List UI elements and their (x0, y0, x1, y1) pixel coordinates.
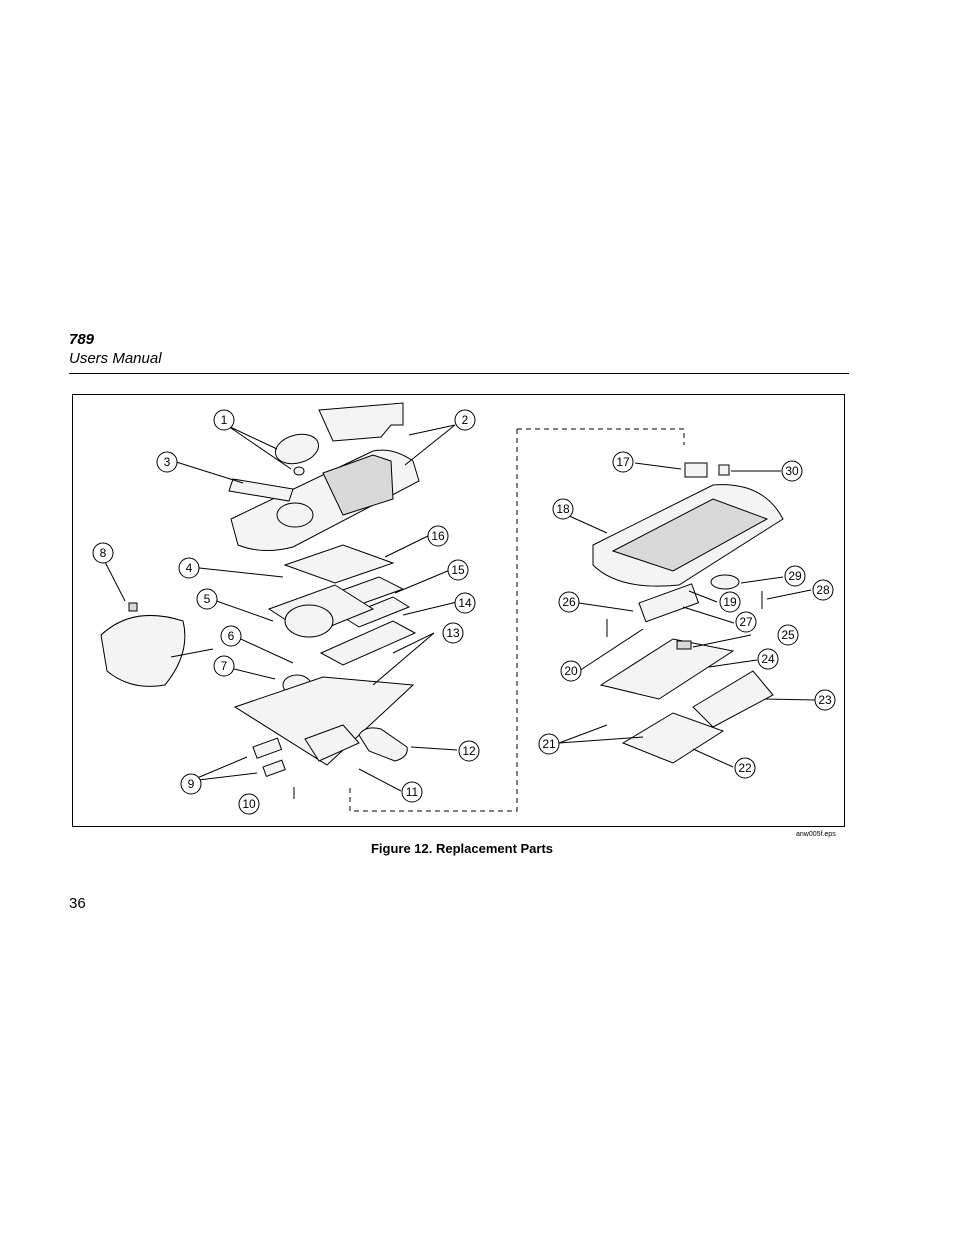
manual-title: Users Manual (69, 350, 162, 367)
svg-text:10: 10 (242, 797, 256, 811)
callout-4: 4 (178, 557, 200, 579)
part-lcd-frame (283, 544, 395, 584)
callout-13: 13 (442, 622, 464, 644)
svg-text:1: 1 (221, 413, 228, 427)
part-battery-door (599, 638, 735, 700)
svg-text:5: 5 (204, 592, 211, 606)
page-number: 36 (69, 895, 86, 912)
callout-28: 28 (812, 579, 834, 601)
callout-12: 12 (458, 740, 480, 762)
part-lcd-window (318, 402, 404, 442)
callout-23: 23 (814, 689, 836, 711)
part-plate (621, 712, 725, 764)
callout-20: 20 (560, 660, 582, 682)
svg-text:3: 3 (164, 455, 171, 469)
callout-8: 8 (92, 542, 114, 564)
figure-caption: Figure 12. Replacement Parts (370, 841, 554, 856)
exploded-view-drawing: 1 2 3 4 5 6 7 8 9 10 11 12 13 14 15 16 1… (92, 402, 836, 815)
part-fuse-2 (262, 759, 286, 778)
leader-lines (102, 424, 816, 792)
svg-text:13: 13 (446, 626, 460, 640)
svg-text:6: 6 (228, 629, 235, 643)
part-shielding (319, 620, 417, 666)
callout-16: 16 (427, 525, 449, 547)
svg-text:30: 30 (785, 464, 799, 478)
svg-text:24: 24 (761, 652, 775, 666)
svg-text:27: 27 (739, 615, 753, 629)
callout-10: 10 (238, 793, 260, 815)
part-knob-post (293, 466, 305, 476)
svg-text:29: 29 (788, 569, 802, 583)
part-lcd-bracket (341, 596, 411, 628)
callout-19: 19 (719, 591, 741, 613)
part-sub-board (304, 724, 360, 762)
part-batteries (638, 583, 700, 623)
svg-text:17: 17 (616, 455, 630, 469)
part-display-recess (322, 454, 394, 516)
callout-11: 11 (401, 781, 423, 803)
part-gasket (358, 727, 408, 762)
manual-model: 789 (69, 331, 95, 348)
callout-2: 2 (454, 409, 476, 431)
figure-file-tag: anw005f.eps (796, 831, 836, 838)
part-shield-switch (284, 604, 334, 638)
callout-5: 5 (196, 588, 218, 610)
callout-1: 1 (213, 409, 235, 431)
callout-29: 29 (784, 565, 806, 587)
callout-14: 14 (454, 592, 476, 614)
svg-text:18: 18 (556, 502, 570, 516)
svg-text:20: 20 (564, 664, 578, 678)
dashed-divider (349, 428, 685, 812)
svg-text:23: 23 (818, 693, 832, 707)
part-fuse-1 (252, 737, 283, 759)
part-knob (274, 433, 320, 465)
svg-text:28: 28 (816, 583, 830, 597)
callout-21: 21 (538, 733, 560, 755)
svg-text:11: 11 (406, 785, 419, 799)
part-disc (710, 574, 740, 590)
svg-text:9: 9 (188, 777, 195, 791)
svg-text:12: 12 (462, 744, 476, 758)
svg-text:8: 8 (100, 546, 107, 560)
callout-27: 27 (735, 611, 757, 633)
part-nut (718, 464, 730, 476)
callout-6: 6 (220, 625, 242, 647)
svg-text:7: 7 (221, 659, 228, 673)
callout-26: 26 (558, 591, 580, 613)
svg-text:19: 19 (723, 595, 737, 609)
callout-22: 22 (734, 757, 756, 779)
part-bottom-case-inner (611, 498, 769, 572)
callout-9: 9 (180, 773, 202, 795)
callout-18: 18 (552, 498, 574, 520)
svg-text:14: 14 (458, 596, 472, 610)
replacement-parts-figure: 1 2 3 4 5 6 7 8 9 10 11 12 13 14 15 16 1… (72, 394, 845, 827)
svg-text:2: 2 (462, 413, 469, 427)
callout-17: 17 (612, 451, 634, 473)
part-pcb (233, 676, 415, 766)
callout-25: 25 (777, 624, 799, 646)
svg-text:16: 16 (431, 529, 445, 543)
part-tilt-stand (692, 670, 774, 728)
part-case-foot (684, 462, 708, 478)
part-switch-assembly (100, 615, 186, 687)
callout-30: 30 (781, 460, 803, 482)
svg-text:4: 4 (186, 561, 193, 575)
header-divider (69, 373, 849, 374)
svg-text:25: 25 (781, 628, 795, 642)
part-keypad-overlay (228, 478, 294, 502)
svg-text:15: 15 (451, 563, 465, 577)
svg-text:26: 26 (562, 595, 576, 609)
svg-text:21: 21 (542, 737, 556, 751)
svg-text:22: 22 (738, 761, 752, 775)
callout-7: 7 (213, 655, 235, 677)
part-selector-dial (276, 502, 314, 528)
part-clip (128, 602, 138, 612)
callout-3: 3 (156, 451, 178, 473)
part-pad (676, 640, 692, 650)
callout-24: 24 (757, 648, 779, 670)
callout-15: 15 (447, 559, 469, 581)
